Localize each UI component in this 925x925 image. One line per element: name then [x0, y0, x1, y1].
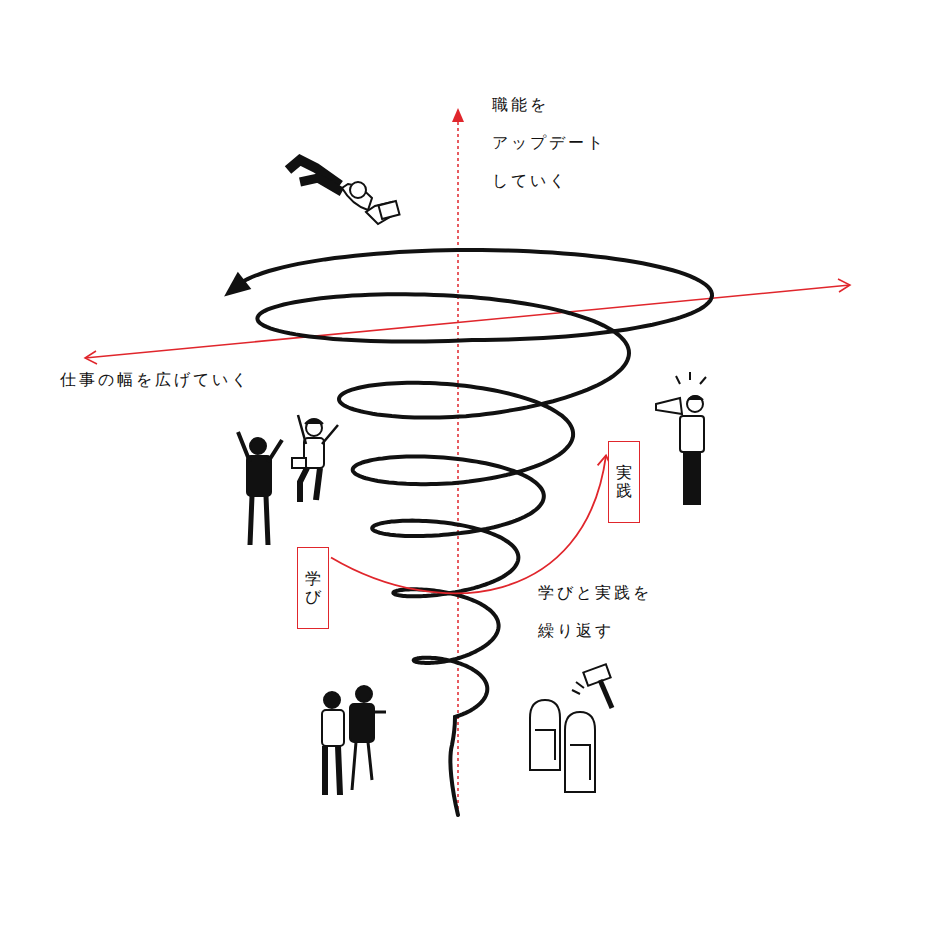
axis-arrowhead [838, 279, 850, 292]
cheering-people [238, 415, 338, 545]
vertical-term: 実践 [616, 464, 632, 499]
spiral-line [235, 250, 712, 815]
annotation: 職能を アップデート していく [490, 86, 634, 200]
lying-person [288, 160, 400, 224]
annotation: 学びと実践を 繰り返す [536, 574, 680, 650]
spiral-arrowhead [224, 272, 251, 297]
axis-arrowhead [452, 108, 464, 122]
annotation: 仕事の幅を広げていく [58, 370, 252, 391]
tools [530, 664, 612, 792]
edges [331, 455, 611, 593]
boxed-term: 学び [297, 547, 329, 628]
axis-arrowhead [85, 351, 97, 364]
megaphone-person [656, 372, 706, 504]
vertical-term: 学び [305, 570, 321, 605]
vertical-axis [457, 118, 459, 815]
boxed-term: 実践 [608, 441, 640, 522]
spiral [224, 250, 712, 815]
cycle-arrow [331, 455, 611, 593]
standing-people [322, 686, 386, 795]
